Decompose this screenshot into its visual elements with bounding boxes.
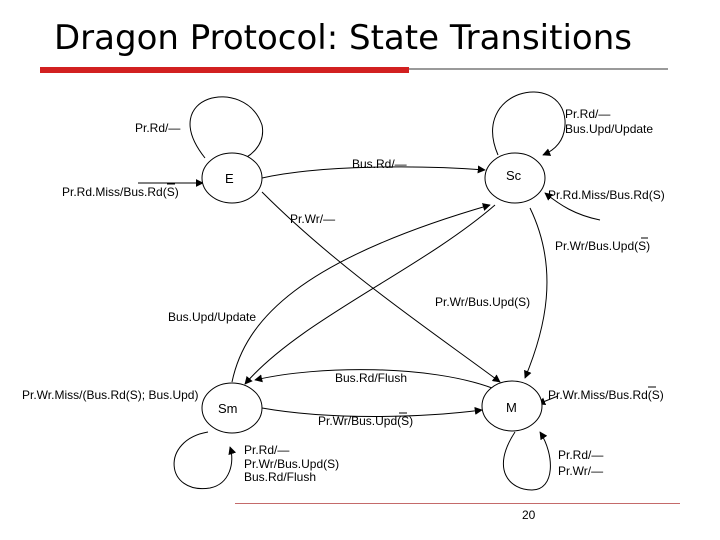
edge-label-m-in: Pr.Wr.Miss/Bus.Rd(S) [548,388,664,402]
edge-label-sm-to-sc: Bus.Upd/Update [168,310,256,324]
state-sm-label: Sm [218,401,238,416]
state-sc [484,152,546,204]
edge-label-sc-in: Pr.Rd.Miss/Bus.Rd(S) [548,188,665,202]
state-sm [201,382,263,434]
edge-label-m-self-1: Pr.Rd/— [558,448,603,462]
m-to-sm-edge [254,369,493,389]
sc-incoming-arrow [544,192,601,221]
edge-label-e-self: Pr.Rd/— [135,121,180,135]
e-to-sc-edge [261,165,486,179]
slide-title: Dragon Protocol: State Transitions [54,18,632,58]
page-number: 20 [522,508,536,522]
edge-label-sc-to-m: Pr.Wr/Bus.Upd(S) [555,239,650,253]
state-e-label: E [225,171,234,186]
state-e [201,152,263,204]
sm-to-m-edge [261,406,483,417]
sc-self-loop [492,91,566,156]
edge-label-e-to-sc: Bus.Rd/— [352,157,407,171]
edge-label-e-to-m: Pr.Wr/— [290,212,335,226]
sc-to-sm-edge [244,204,496,385]
footer-rule [235,503,680,504]
edge-label-sm-to-m: Pr.Wr/Bus.Upd(S) [318,414,413,428]
title-underline-accent [40,67,409,73]
edge-label-sm-in: Pr.Wr.Miss/(Bus.Rd(S); Bus.Upd) [22,388,198,402]
edge-label-m-to-sm: Bus.Rd/Flush [335,371,407,385]
title-underline-rule [409,68,668,70]
sc-to-m-edge [524,207,548,379]
edge-label-sc-self-1: Pr.Rd/— [565,107,610,121]
e-to-m-edge [261,191,501,383]
edge-label-sm-self-1: Pr.Rd/— [244,443,289,457]
m-self-loop [502,431,551,491]
edge-label-sc-self-2: Bus.Upd/Update [565,122,653,136]
state-m-label: M [506,400,517,415]
e-self-loop [189,96,264,165]
edge-label-m-self-2: Pr.Wr/— [558,464,603,478]
edge-label-sc-to-sm: Pr.Wr/Bus.Upd(S) [435,295,530,309]
state-sc-label: Sc [506,168,522,183]
sm-to-sc-edge [231,203,491,383]
sm-self-loop [173,431,237,490]
state-m [481,380,543,432]
edge-label-sm-self-3: Bus.Rd/Flush [244,470,316,484]
edge-label-e-in: Pr.Rd.Miss/Bus.Rd(S) [62,185,179,199]
edge-label-sm-self-2: Pr.Wr/Bus.Upd(S) [244,457,339,471]
